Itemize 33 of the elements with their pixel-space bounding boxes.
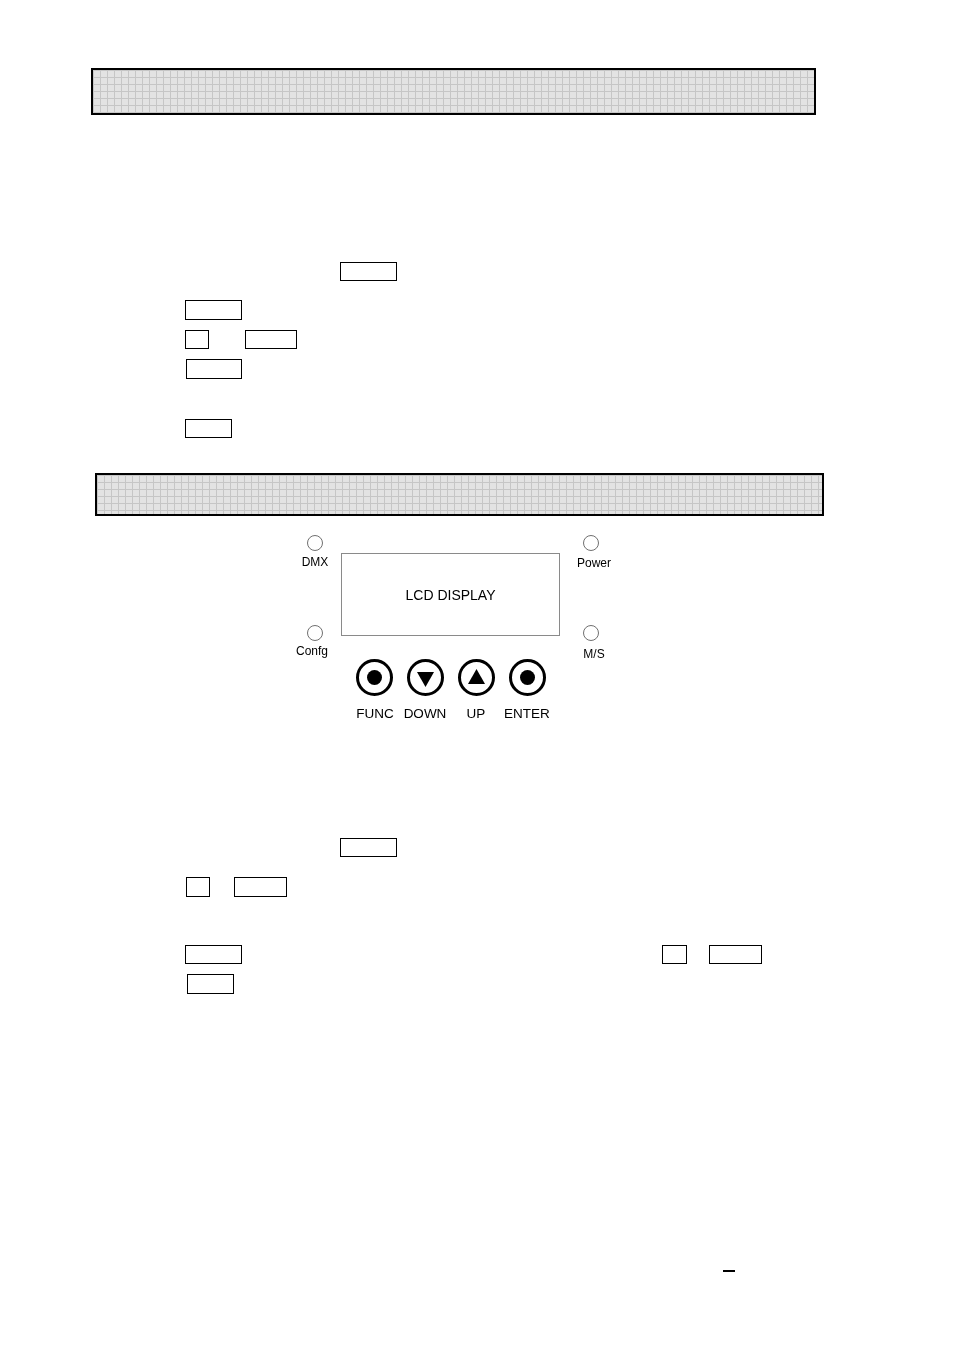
- push-button: [356, 659, 393, 696]
- empty-frame: [187, 974, 234, 994]
- empty-frame: [245, 330, 297, 349]
- empty-frame: [340, 262, 397, 281]
- button-label: FUNC: [356, 707, 394, 721]
- led-indicator: [583, 535, 599, 551]
- led-indicator: [307, 625, 323, 641]
- display-text: LCD DISPLAY: [405, 587, 496, 602]
- button-label: DOWN: [403, 707, 447, 721]
- lcd-display: [341, 553, 560, 636]
- empty-frame: [186, 359, 242, 379]
- led-indicator: [583, 625, 599, 641]
- led-indicator: [307, 535, 323, 551]
- push-button: [458, 659, 495, 696]
- empty-frame: [340, 838, 397, 857]
- header-bar: [95, 473, 824, 516]
- empty-frame: [185, 945, 242, 964]
- header-bar: [91, 68, 816, 115]
- empty-frame: [185, 330, 209, 349]
- indicator-label: Power: [577, 557, 611, 569]
- push-button: [407, 659, 444, 696]
- indicator-label: M/S: [583, 648, 605, 660]
- button-label: UP: [466, 707, 486, 721]
- empty-frame: [234, 877, 287, 897]
- empty-frame: [185, 419, 232, 438]
- empty-frame: [186, 877, 210, 897]
- button-label: ENTER: [504, 707, 550, 721]
- push-button: [509, 659, 546, 696]
- indicator-label: Confg: [296, 645, 328, 657]
- empty-frame: [709, 945, 762, 964]
- empty-frame: [662, 945, 687, 964]
- indicator-label: DMX: [301, 556, 329, 568]
- empty-frame: [185, 300, 242, 320]
